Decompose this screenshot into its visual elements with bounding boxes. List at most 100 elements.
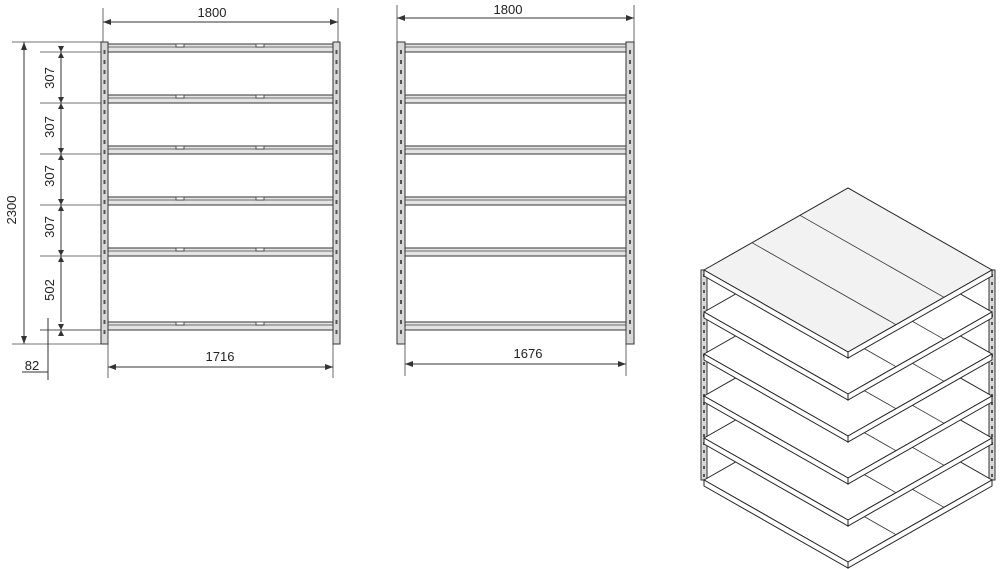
post-hole: [703, 338, 705, 341]
post-hole: [103, 310, 106, 314]
post-hole: [629, 140, 631, 144]
post-hole: [629, 230, 631, 234]
post-hole: [103, 320, 106, 324]
post-hole: [335, 240, 338, 244]
arrow-down: [58, 330, 64, 336]
post-hole: [103, 210, 106, 214]
post-hole: [991, 418, 993, 421]
post-hole: [335, 300, 338, 304]
post-hole: [335, 50, 338, 54]
spacing-label-2: 307: [42, 116, 57, 138]
post-hole: [400, 140, 402, 144]
post-hole: [103, 280, 106, 284]
post-hole: [335, 280, 338, 284]
post-hole: [629, 100, 631, 104]
shelf-notch: [175, 43, 185, 48]
post-hole: [991, 386, 993, 389]
arrow-up: [58, 97, 64, 103]
post-hole: [335, 250, 338, 254]
post-hole: [103, 200, 106, 204]
post-hole: [400, 70, 402, 74]
post-hole: [703, 402, 705, 405]
shelf-notch: [175, 145, 185, 150]
side-shelf-5: [404, 247, 627, 257]
arrow-top: [21, 42, 27, 50]
post-hole: [400, 260, 402, 264]
post-hole: [400, 80, 402, 84]
post-hole: [991, 306, 993, 309]
post-hole: [400, 110, 402, 114]
post-hole: [400, 220, 402, 224]
spacing-label-1: 307: [42, 67, 57, 89]
arrow-up: [58, 148, 64, 154]
bottom-offset-label: 82: [25, 358, 39, 373]
post-hole: [703, 466, 705, 469]
post-hole: [991, 378, 993, 381]
front-overall-width-label: 1800: [198, 5, 227, 20]
front-shelf-2: [107, 94, 334, 104]
post-hole: [400, 170, 402, 174]
post-hole: [335, 210, 338, 214]
spacing-label-3: 307: [42, 165, 57, 187]
shelf-notch: [255, 321, 265, 326]
post-hole: [335, 120, 338, 124]
post-hole: [629, 260, 631, 264]
post-hole: [400, 250, 402, 254]
post-hole: [400, 130, 402, 134]
post-hole: [335, 100, 338, 104]
post-hole: [400, 210, 402, 214]
post-hole: [103, 190, 106, 194]
iso-panel-seam: [799, 214, 945, 298]
post-hole: [335, 130, 338, 134]
side-view: 1800 1676: [396, 2, 635, 376]
post-hole: [703, 370, 705, 373]
post-hole: [629, 130, 631, 134]
post-hole: [991, 330, 993, 333]
post-hole: [335, 190, 338, 194]
post-hole: [703, 410, 705, 413]
post-hole: [103, 290, 106, 294]
iso-post-3: [988, 269, 996, 481]
shelf-notch: [175, 247, 185, 252]
post-hole: [103, 330, 106, 334]
post-hole: [103, 60, 106, 64]
arrow-down: [58, 205, 64, 211]
side-post-holes: [400, 50, 631, 334]
post-hole: [991, 322, 993, 325]
overall-height-label: 2300: [4, 196, 19, 225]
post-hole: [991, 370, 993, 373]
post-hole: [703, 378, 705, 381]
post-hole: [991, 434, 993, 437]
arrow-left: [397, 15, 405, 21]
arrow-down: [58, 103, 64, 109]
post-hole: [400, 300, 402, 304]
side-shelf-3: [404, 145, 627, 155]
post-hole: [400, 320, 402, 324]
arrow-left: [108, 364, 116, 370]
post-hole: [991, 338, 993, 341]
side-shelf-4: [404, 196, 627, 206]
post-hole: [703, 322, 705, 325]
side-shelf-6: [404, 321, 627, 331]
arrow-right: [618, 361, 626, 367]
arrow-up: [58, 46, 64, 52]
post-hole: [629, 80, 631, 84]
post-hole: [991, 458, 993, 461]
front-shelf-6: [107, 321, 334, 331]
post-hole: [703, 418, 705, 421]
post-hole: [400, 150, 402, 154]
arrow-down: [58, 52, 64, 58]
arrow-left: [405, 361, 413, 367]
post-hole: [103, 180, 106, 184]
shelf-notch: [175, 196, 185, 201]
post-hole: [400, 50, 402, 54]
post-hole: [703, 450, 705, 453]
post-hole: [335, 140, 338, 144]
post-hole: [629, 300, 631, 304]
side-inner-width-label: 1676: [514, 346, 543, 361]
post-hole: [629, 270, 631, 274]
post-hole: [400, 280, 402, 284]
front-shelves: [107, 43, 334, 331]
post-hole: [335, 220, 338, 224]
post-hole: [991, 466, 993, 469]
